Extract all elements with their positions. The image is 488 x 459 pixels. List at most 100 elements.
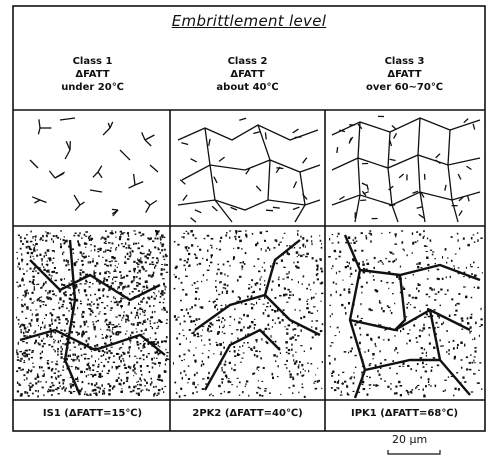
speckle [139,304,140,305]
speckle [72,354,74,356]
speckle [58,302,59,303]
speckle [24,355,26,357]
speckle [421,330,423,331]
speckle [279,295,282,297]
speckle [239,346,241,347]
speckle [316,260,318,262]
speckle [306,288,308,290]
speckle [144,310,146,312]
speckle [330,315,331,317]
speckle [150,251,151,253]
precipitate-dash [219,157,225,161]
speckle [432,254,434,256]
speckle [369,388,370,389]
speckle [390,383,392,384]
speckle [456,372,458,373]
speckle [111,301,112,302]
speckle [154,266,155,268]
speckle [35,378,37,380]
speckle [82,311,85,314]
speckle [194,282,196,284]
speckle [480,318,482,320]
speckle [254,327,255,330]
speckle [391,312,393,314]
speckle [426,257,428,260]
speckle [300,255,303,257]
speckle [145,262,147,264]
speckle [70,355,72,358]
speckle [237,279,239,281]
speckle [141,374,143,376]
speckle [198,384,199,385]
boundary-segment [98,172,102,178]
speckle [143,286,146,288]
speckle [44,269,46,271]
speckle [19,268,21,271]
speckle [353,382,355,384]
speckle [68,269,70,271]
speckle [295,352,296,353]
speckle [30,371,32,373]
speckle [211,393,212,395]
speckle [35,382,37,384]
speckle [244,263,245,265]
speckle [150,317,152,319]
speckle [384,359,386,361]
speckle [143,268,145,270]
speckle [362,261,364,263]
speckle [421,347,423,349]
speckle [50,312,52,314]
speckle [85,247,86,248]
speckle [281,259,283,262]
speckle [280,242,282,243]
speckle [264,297,265,299]
speckle [280,352,281,354]
speckle [407,254,408,256]
speckle [266,341,267,343]
speckle [239,318,240,319]
speckle [142,299,143,301]
speckle [41,340,43,342]
speckle [102,390,104,392]
speckle [136,382,138,383]
speckle [222,381,224,383]
speckle [187,382,188,383]
speckle [80,303,82,304]
speckle [209,394,210,396]
speckle [140,257,141,259]
speckle [119,331,121,333]
speckle [18,323,19,325]
speckle [77,367,79,369]
speckle [46,334,48,336]
speckle [102,338,104,339]
speckle [299,298,301,300]
speckle [207,377,209,379]
speckle [286,245,288,246]
speckle [221,321,222,323]
speckle [331,387,333,389]
speckle [351,348,353,350]
speckle [241,248,242,250]
speckle [186,246,188,247]
precipitate-dash [273,207,280,208]
speckle [286,352,288,353]
speckle [239,240,242,243]
speckle [373,279,375,280]
speckle [115,248,116,250]
speckle [111,324,113,325]
speckle [223,371,226,373]
speckle [210,322,213,324]
speckle [123,360,124,362]
precipitate-dash [367,185,368,191]
speckle [117,304,119,306]
speckle [354,250,356,252]
speckle [199,263,202,265]
speckle [392,253,394,254]
speckle [102,334,103,335]
speckle [366,237,368,240]
speckle [110,322,111,324]
speckle [122,390,123,393]
speckle [62,304,64,305]
speckle [315,293,316,294]
speckle [331,268,332,269]
